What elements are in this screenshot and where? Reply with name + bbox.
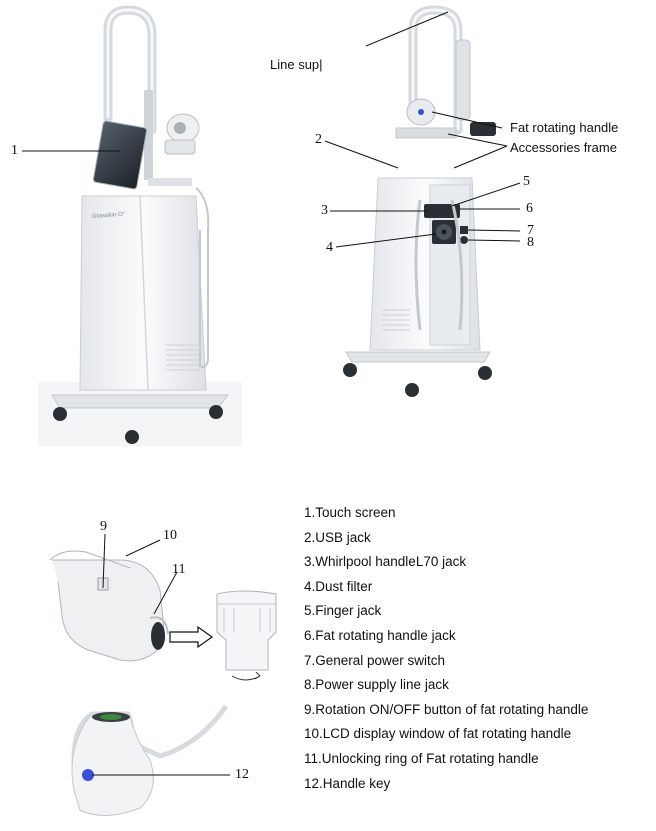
legend-item: 12.Handle key xyxy=(304,775,391,791)
legend-item: 4.Dust filter xyxy=(304,578,373,594)
number-label-5: 5 xyxy=(523,174,530,189)
parts-legend: 1.Touch screen 2.USB jack 3.Whirlpool ha… xyxy=(304,505,588,800)
number-label-12: 12 xyxy=(235,767,249,782)
number-label-4: 4 xyxy=(326,240,333,255)
legend-item: 9.Rotation ON/OFF button of fat rotating… xyxy=(304,701,589,717)
brand-label: Glowskin·O° xyxy=(92,212,126,220)
number-label-9: 9 xyxy=(100,519,107,534)
line-supply-label: Line sup| xyxy=(270,57,323,72)
legend-item: 1.Touch screen xyxy=(304,505,396,520)
fat-rotating-handle-view xyxy=(49,550,277,681)
number-label-2: 2 xyxy=(315,132,322,147)
number-label-6: 6 xyxy=(526,201,533,216)
legend-item: 7.General power switch xyxy=(304,652,446,668)
fat-rotating-handle-label: Fat rotating handle xyxy=(510,120,619,135)
leader-lines xyxy=(22,11,521,776)
number-label-1: 1 xyxy=(11,143,18,158)
number-label-8: 8 xyxy=(527,235,534,250)
legend-item: 6.Fat rotating handle jack xyxy=(304,627,456,643)
legend-item: 3.Whirlpool handleL70 jack xyxy=(304,554,467,570)
legend-item: 8.Power supply line jack xyxy=(304,677,449,693)
number-label-11: 11 xyxy=(172,562,186,577)
legend-item: 10.LCD display window of fat rotating ha… xyxy=(304,726,572,742)
number-label-3: 3 xyxy=(321,203,328,218)
number-label-7: 7 xyxy=(527,223,534,238)
legend-item: 2.USB jack xyxy=(304,529,371,545)
machine-front-view: Glowskin·O° xyxy=(38,5,242,446)
accessories-frame-label: Accessories frame xyxy=(510,140,617,155)
handle-key-view xyxy=(71,704,229,816)
legend-item: 11.Unlocking ring of Fat rotating handle xyxy=(304,750,539,766)
machine-rear-view xyxy=(343,5,496,397)
number-label-10: 10 xyxy=(163,528,177,543)
legend-item: 5.Finger jack xyxy=(304,603,382,619)
